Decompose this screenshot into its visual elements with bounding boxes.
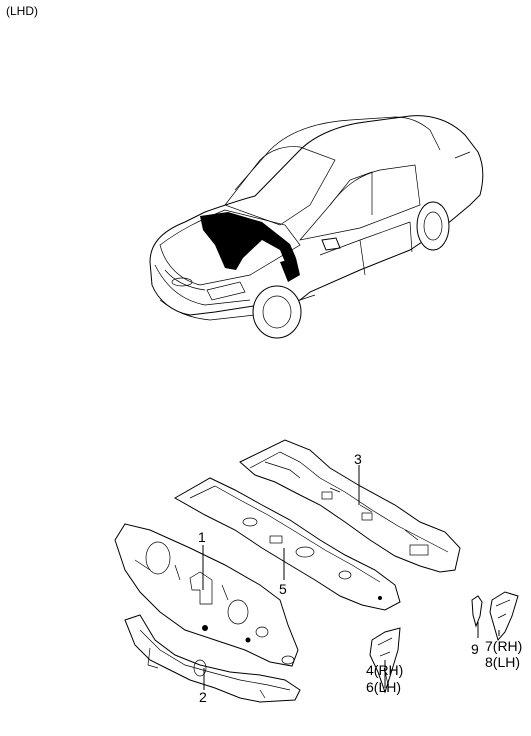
rear-wheel (416, 201, 450, 251)
leader-lines (202, 465, 500, 690)
part-3-cowl-top-panel (239, 439, 461, 573)
callout-4-rh: 4(RH) (366, 662, 404, 678)
part-1-dash-panel (114, 523, 299, 667)
callout-1: 1 (198, 529, 206, 545)
callout-2: 2 (199, 689, 207, 705)
part-9-small-bracket (471, 595, 483, 628)
callout-8-lh: 8(LH) (485, 654, 521, 670)
car-illustration (149, 115, 484, 339)
car-roof (234, 116, 441, 191)
callout-3: 3 (354, 451, 362, 467)
lhd-label: (LHD) (6, 4, 38, 18)
callout-7-rh: 7(RH) (485, 638, 523, 654)
callout-5: 5 (279, 581, 287, 597)
car-hood (159, 209, 301, 286)
front-wheel (252, 285, 302, 339)
part-2-lower-member (124, 614, 301, 703)
part-7-8-pillar-bracket (489, 591, 519, 642)
part-5-cowl-panel (173, 477, 401, 611)
callout-9: 9 (471, 641, 479, 657)
callout-6-lh: 6(LH) (366, 679, 402, 695)
highlighted-cowl-area (200, 212, 296, 270)
